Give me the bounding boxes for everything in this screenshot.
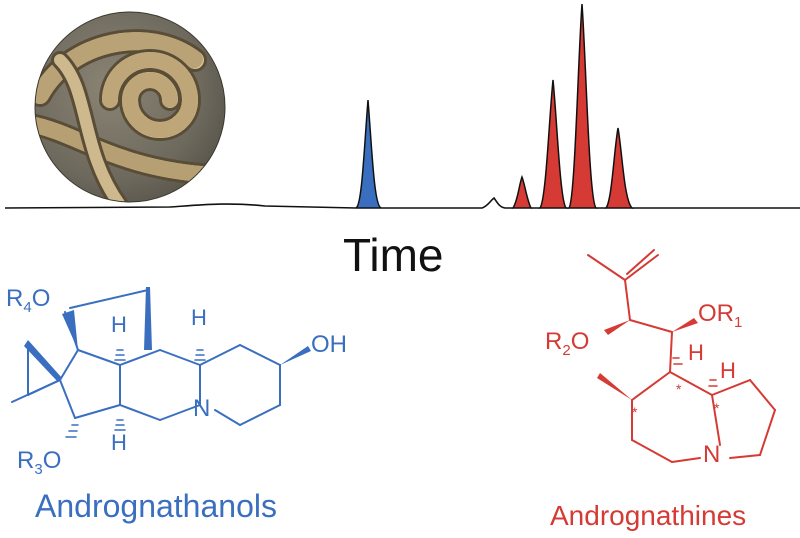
stereo-mark-3: * [714,400,720,416]
peak-red-4 [604,127,634,209]
r4o-label: R4O [6,285,51,316]
stereo-mark-2: * [676,381,682,397]
andrognathines-name: Andrognathines [550,500,747,531]
oh-label: OH [311,331,347,358]
andrognathanol-structure [11,287,311,438]
stereo-mark-1: * [632,404,638,420]
h-label-red-right: H [720,358,736,383]
peak-red-1 [511,174,533,209]
peak-red-3 [567,3,598,209]
r2o-label: R2O [545,328,590,359]
r3o-label: R3O [17,447,62,478]
trace-line [4,196,800,209]
peak-red-2 [538,79,568,209]
andrognathanols-name: Andrognathanols [35,488,277,524]
h-label-top-right: H [191,305,207,330]
h-label-bottom: H [111,430,127,455]
peak-blue [355,99,382,209]
chromatogram [4,3,800,209]
time-axis-label: Time [343,229,444,281]
or1-label: OR1 [698,300,743,331]
andrognathine-structure [587,249,776,463]
n-label-blue: N [193,395,211,422]
millipede-photo [34,11,226,203]
h-label-top-left: H [111,312,127,337]
n-label-red: N [703,441,721,468]
h-label-red-left: H [688,340,704,365]
